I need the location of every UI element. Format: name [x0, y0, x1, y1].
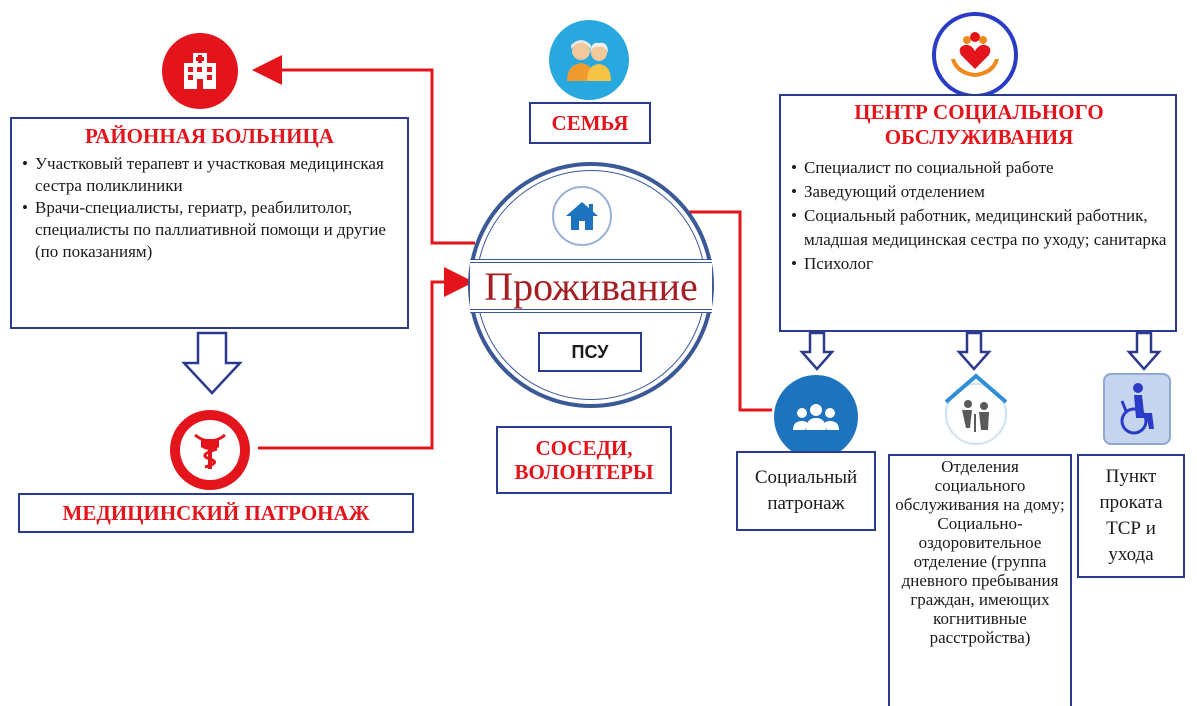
arrow-patronage-to-center [258, 267, 474, 450]
elderly-house-icon [940, 368, 1012, 448]
family-box: СЕМЬЯ [529, 102, 651, 144]
home-icon [552, 186, 612, 246]
hollow-arrow-hospital [181, 331, 243, 395]
hospital-box: РАЙОННАЯ БОЛЬНИЦА Участковый терапевт и … [10, 117, 409, 329]
list-item: Социальный работник, медицинский работни… [791, 204, 1167, 252]
psu-label: ПСУ [571, 341, 609, 362]
group-people-icon [774, 375, 858, 459]
arrow-center-to-hospital [252, 55, 475, 245]
center-title-band: Проживание [470, 259, 712, 313]
medical-caduceus-icon [170, 410, 250, 490]
social-patronage-box: Социальный патронаж [736, 451, 876, 531]
rental-box: Пункт проката ТСР и ухода [1077, 454, 1185, 578]
list-item: Специалист по социальной работе [791, 156, 1167, 180]
hollow-arrow-social-3 [1126, 331, 1162, 371]
departments-label: Отделения социального обслуживания на до… [895, 457, 1065, 647]
list-item: Участковый терапевт и участковая медицин… [22, 153, 397, 197]
social-center-title-line2: ОБСЛУЖИВАНИЯ [884, 125, 1074, 149]
psu-box: ПСУ [538, 332, 642, 372]
center-title: Проживание [484, 263, 698, 309]
social-center-title-line1: ЦЕНТР СОЦИАЛЬНОГО [854, 100, 1104, 124]
medical-patronage-label: МЕДИЦИНСКИЙ ПАТРОНАЖ [62, 500, 370, 525]
hospital-title: РАЙОННАЯ БОЛЬНИЦА [85, 124, 334, 148]
social-center-list: Специалист по социальной работе Заведующ… [791, 156, 1167, 276]
hollow-arrow-social-1 [799, 331, 835, 371]
neighbors-label-line1: СОСЕДИ, [535, 436, 633, 460]
list-item: Заведующий отделением [791, 180, 1167, 204]
departments-box: Отделения социального обслуживания на до… [888, 454, 1072, 706]
social-center-box: ЦЕНТР СОЦИАЛЬНОГО ОБСЛУЖИВАНИЯ Специалис… [779, 94, 1177, 332]
hospital-icon [162, 33, 238, 109]
social-patronage-label: Социальный патронаж [754, 467, 858, 514]
list-item: Врачи-специалисты, гериатр, реабилитолог… [22, 197, 397, 263]
family-icon [549, 20, 629, 100]
wheelchair-icon [1103, 373, 1171, 445]
list-item: Психолог [791, 252, 1167, 276]
medical-patronage-box: МЕДИЦИНСКИЙ ПАТРОНАЖ [18, 493, 414, 533]
heart-hands-icon [932, 12, 1018, 98]
neighbors-box: СОСЕДИ, ВОЛОНТЕРЫ [496, 426, 672, 494]
rental-label: Пункт проката ТСР и ухода [1099, 466, 1163, 565]
neighbors-label-line2: ВОЛОНТЕРЫ [514, 460, 654, 484]
family-label: СЕМЬЯ [551, 110, 629, 135]
hospital-list: Участковый терапевт и участковая медицин… [22, 153, 397, 263]
hollow-arrow-social-2 [956, 331, 992, 371]
